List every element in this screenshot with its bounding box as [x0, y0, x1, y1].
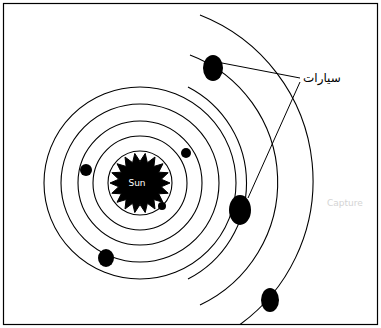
orbits — [44, 15, 313, 328]
planet — [98, 249, 114, 267]
sun-text-holder: Sun — [110, 153, 170, 213]
leader-line — [222, 63, 300, 78]
orbit — [108, 151, 172, 215]
frame — [4, 4, 378, 325]
planet — [203, 55, 223, 81]
orbit-arc — [190, 55, 278, 305]
orbit-arc — [188, 87, 247, 279]
orbit — [44, 87, 236, 279]
planet — [158, 202, 166, 210]
planet — [181, 148, 191, 158]
planets-label: سيارات — [303, 71, 341, 85]
watermark: Capture — [327, 198, 363, 208]
orbit — [61, 104, 219, 262]
planet — [229, 195, 251, 225]
planets — [80, 55, 279, 312]
orbit — [78, 121, 202, 245]
leader-lines — [222, 63, 300, 198]
leader-line — [248, 82, 300, 198]
planet — [80, 164, 92, 176]
orbit-arc — [200, 15, 313, 324]
sun-label: Sun — [128, 178, 145, 188]
sun-body — [110, 153, 170, 212]
planet — [261, 288, 279, 312]
sun: Sun — [110, 153, 170, 213]
orbit — [93, 136, 187, 230]
